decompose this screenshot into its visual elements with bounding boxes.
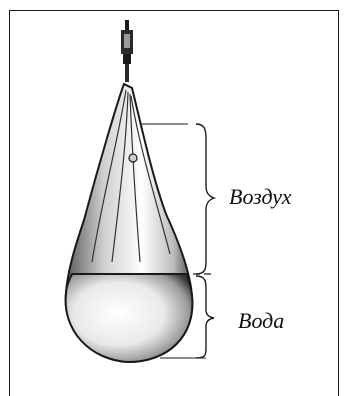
water-region [66, 274, 193, 362]
water-brace [196, 276, 214, 358]
air-brace [196, 124, 214, 274]
air-label: Воздух [229, 184, 292, 210]
hanging-hook [121, 20, 133, 82]
water-label: Вода [238, 308, 284, 334]
valve [129, 154, 137, 162]
